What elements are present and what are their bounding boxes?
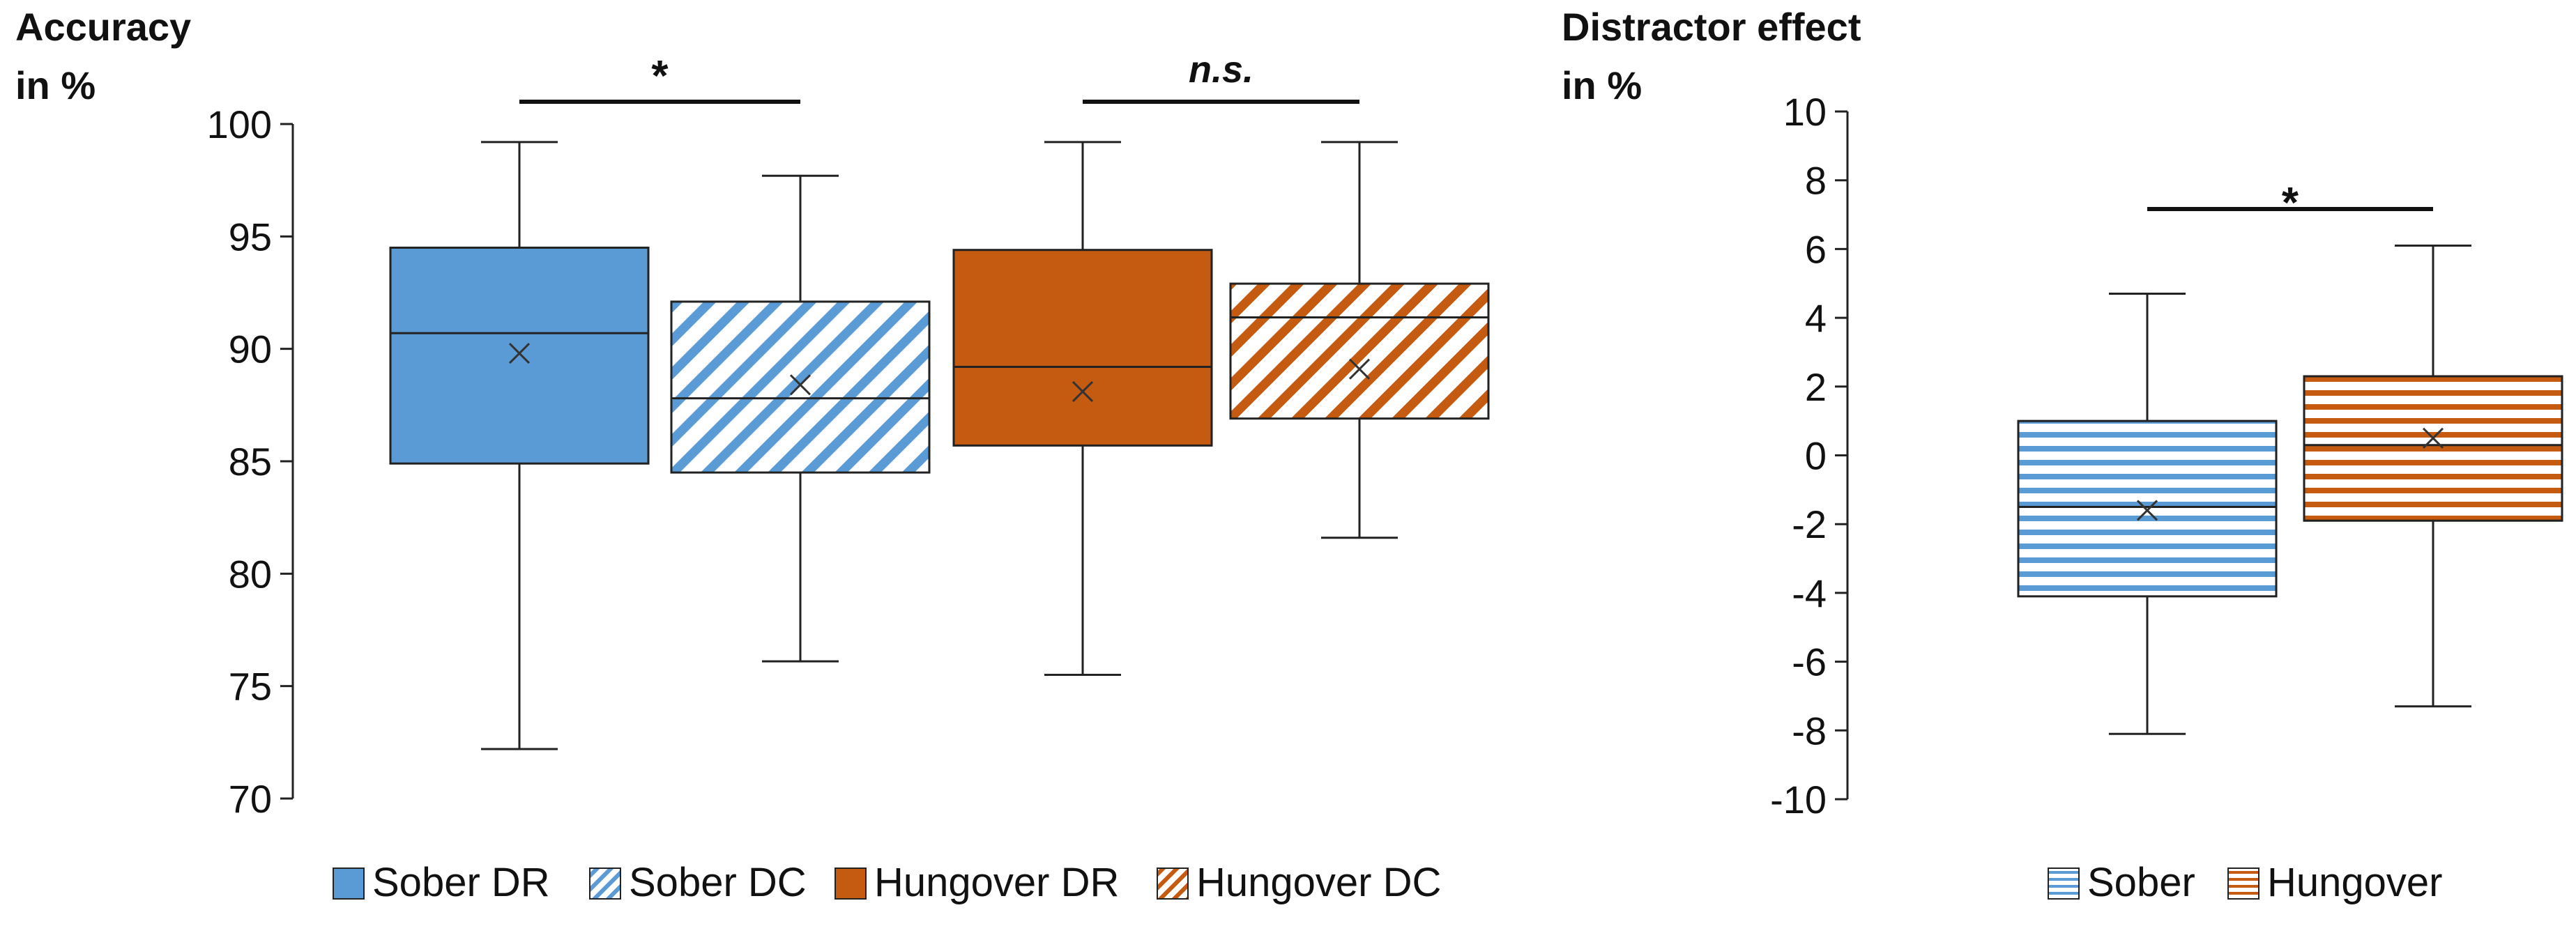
distractor-tick-label: 8: [1805, 159, 1827, 203]
legend-swatch: [2227, 868, 2259, 900]
legend-item-sober-dc: Sober DC: [589, 860, 807, 905]
distractor-tick-label: -10: [1770, 778, 1827, 822]
accuracy-tick-label: 95: [229, 215, 272, 259]
distractor-annotations: *: [2147, 179, 2433, 227]
accuracy-legend: Sober DR Sober DC Hungover DR Hungover DC: [333, 860, 1441, 905]
legend-swatch: [1157, 868, 1189, 900]
distractor-tick-label: -6: [1792, 640, 1827, 684]
distractor-boxes: [2017, 244, 2563, 735]
legend-swatch: [589, 868, 621, 900]
distractor-tick-label: 2: [1805, 365, 1827, 409]
distractor-tick-label: -8: [1792, 709, 1827, 753]
distractor-tick-label: -4: [1792, 571, 1827, 615]
legend-label: Sober: [2087, 860, 2195, 905]
distractor-ylabel-line2: in %: [1562, 63, 1642, 107]
iqr-box: [2017, 419, 2278, 598]
legend-item-sober: Sober: [2048, 860, 2195, 905]
accuracy-tick-label: 80: [229, 552, 272, 596]
legend-label: Sober DR: [372, 860, 550, 905]
distractor-tick-label: 0: [1805, 434, 1827, 478]
mean-marker: [2422, 427, 2444, 449]
legend-item-hungover: Hungover: [2227, 860, 2442, 905]
legend-item-sober-dr: Sober DR: [333, 860, 550, 905]
mean-marker: [1348, 358, 1371, 380]
accuracy-boxes: [389, 141, 1490, 750]
legend-item-hungover-dr: Hungover DR: [834, 860, 1119, 905]
legend-label: Hungover DR: [874, 860, 1119, 905]
iqr-box: [952, 249, 1213, 447]
accuracy-panel: Accuracy in % 100 95 90 85 80 75 70 * n.s. Sobe…: [15, 5, 1490, 905]
iqr-box: [389, 246, 650, 465]
legend-swatch: [834, 868, 867, 900]
accuracy-annotations: * n.s.: [519, 49, 1359, 104]
box-hungover-dc: [1229, 141, 1490, 539]
iqr-box: [2303, 375, 2563, 522]
distractor-legend: Sober Hungover: [2048, 860, 2442, 905]
mean-marker: [508, 343, 531, 364]
mean-marker: [1072, 380, 1094, 403]
mean-marker: [789, 374, 811, 396]
legend-label: Sober DC: [629, 860, 807, 905]
significance-label: *: [651, 52, 669, 100]
box-sober-dc: [670, 174, 931, 663]
distractor-tick-label: 4: [1805, 296, 1827, 340]
accuracy-tick-label: 75: [229, 665, 272, 709]
box-sober-dr: [389, 141, 650, 750]
iqr-box: [1229, 282, 1490, 420]
accuracy-ylabel-line1: Accuracy: [15, 5, 191, 49]
distractor-y-axis: 10 8 6 4 2 0 -2 -4 -6 -8 -10: [1770, 90, 1849, 822]
legend-swatch: [333, 868, 365, 900]
mean-marker: [2136, 500, 2158, 521]
accuracy-tick-label: 70: [229, 777, 272, 821]
significance-bracket: *: [519, 52, 800, 104]
accuracy-tick-label: 100: [207, 102, 272, 146]
significance-label: *: [2282, 179, 2299, 227]
accuracy-y-axis: 100 95 90 85 80 75 70: [207, 102, 294, 821]
legend-label: Hungover DC: [1196, 860, 1441, 905]
iqr-box: [670, 300, 931, 474]
legend-item-hungover-dc: Hungover DC: [1157, 860, 1441, 905]
legend-swatch: [2048, 868, 2080, 900]
distractor-panel: Distractor effect in % 10 8 6 4 2 0 -2 -4 -6 -8 -1…: [1562, 5, 2563, 905]
significance-label: n.s.: [1189, 49, 1253, 91]
box-hungover-dr: [952, 141, 1213, 677]
accuracy-ylabel-line2: in %: [15, 63, 96, 107]
accuracy-tick-label: 85: [229, 440, 272, 484]
box-sober: [2017, 293, 2278, 735]
distractor-ylabel-line1: Distractor effect: [1562, 5, 1861, 49]
distractor-tick-label: 6: [1805, 227, 1827, 271]
significance-bracket: *: [2147, 179, 2433, 227]
box-hungover: [2303, 244, 2563, 708]
distractor-tick-label: -2: [1792, 502, 1827, 546]
accuracy-tick-label: 90: [229, 327, 272, 371]
significance-bracket: n.s.: [1083, 49, 1359, 104]
legend-label: Hungover: [2267, 860, 2442, 905]
distractor-tick-label: 10: [1783, 90, 1827, 134]
